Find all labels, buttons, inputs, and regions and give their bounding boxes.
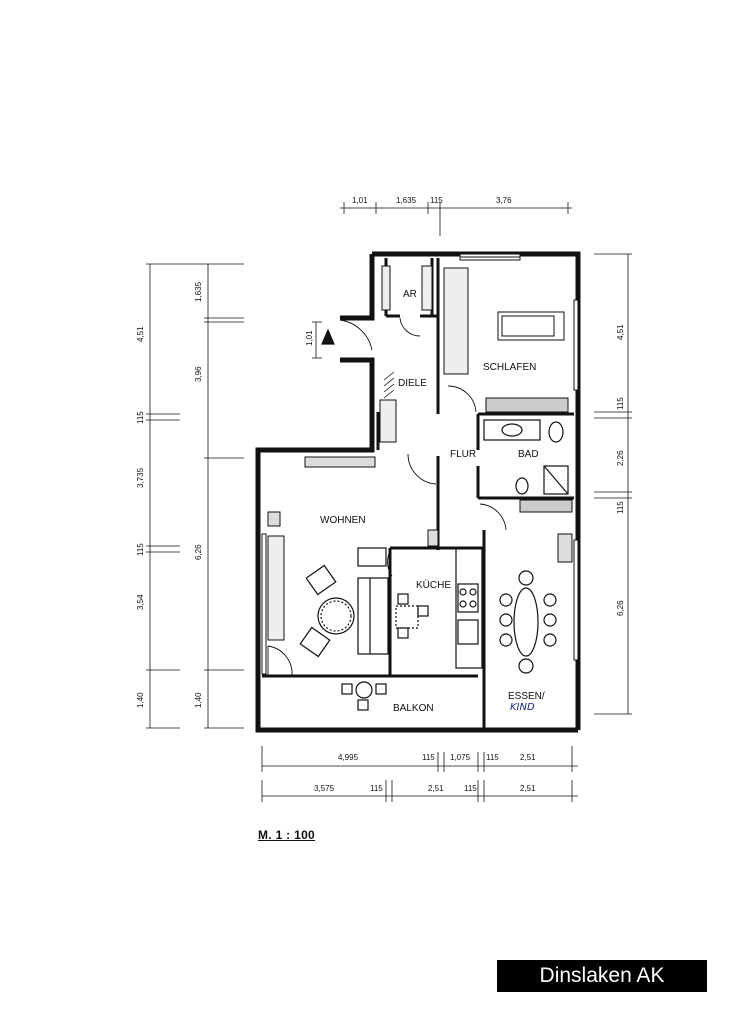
outer-walls — [255, 251, 581, 733]
room-label-essen: ESSEN/ — [508, 691, 545, 702]
dim-left-outer-1: 115 — [136, 411, 145, 424]
dim-left-inner-2: 3,96 — [194, 366, 203, 382]
dim-left-outer-5: 1,40 — [136, 692, 145, 708]
dim-bottom2-0: 3,575 — [314, 784, 335, 793]
dim-left-outer-0: 4,51 — [136, 326, 145, 342]
interior-walls — [262, 258, 574, 730]
room-label-ar: AR — [403, 289, 417, 300]
living-furniture — [299, 547, 389, 658]
dim-left-inner-4: 1,40 — [194, 692, 203, 708]
handwritten-label-kind: KIND — [510, 702, 535, 713]
dim-left-inner-1: 1,01 — [305, 330, 314, 346]
dim-bottom1-1: 115 — [422, 753, 435, 762]
dimension-lines — [146, 202, 632, 802]
dim-left-outer-4: 3,54 — [136, 594, 145, 610]
dim-bottom2-2: 2,51 — [428, 784, 444, 793]
room-label-kueche: KÜCHE — [416, 579, 451, 591]
room-label-diele: DIELE — [398, 378, 427, 389]
dim-left-outer-3: 115 — [136, 543, 145, 556]
dim-top-1: 1,635 — [396, 196, 417, 205]
room-label-balkon: BALKON — [393, 703, 434, 714]
scale-label: M. 1 : 100 — [258, 828, 316, 842]
entry-arrow — [321, 328, 335, 345]
room-label-bad: BAD — [518, 449, 539, 460]
dim-bottom2-1: 115 — [370, 784, 383, 793]
dim-bottom2-4: 2,51 — [520, 784, 536, 793]
dim-bottom2-3: 115 — [464, 784, 477, 793]
diele-hatch — [383, 371, 395, 399]
dim-top-2: 115 — [430, 196, 443, 205]
dim-right-4: 6,26 — [616, 600, 625, 616]
dim-top-3: 3,76 — [496, 196, 512, 205]
location-badge: Dinslaken AK — [497, 960, 707, 992]
bathroom-fixtures — [483, 419, 569, 495]
dim-bottom1-4: 2,51 — [520, 753, 536, 762]
doors — [267, 317, 507, 677]
dim-left-outer-2: 3,735 — [136, 467, 145, 488]
dim-right-3: 115 — [616, 501, 625, 514]
dim-bottom1-2: 1,075 — [450, 753, 471, 762]
dining-furniture — [499, 570, 557, 674]
dim-top-0: 1,01 — [352, 196, 368, 205]
dim-right-1: 115 — [616, 397, 625, 410]
balcony-furniture — [341, 681, 387, 711]
dim-left-inner-3: 6,26 — [194, 544, 203, 560]
room-label-flur: FLUR — [450, 449, 476, 460]
room-label-schlafen: SCHLAFEN — [483, 362, 536, 373]
kitchen-fixtures — [395, 547, 483, 669]
dim-right-0: 4,51 — [616, 324, 625, 340]
room-label-wohnen: WOHNEN — [320, 515, 366, 526]
dim-bottom1-0: 4,995 — [338, 753, 359, 762]
dim-left-inner-0: 1,635 — [194, 281, 203, 302]
windows — [261, 253, 579, 675]
dim-right-2: 2,26 — [616, 450, 625, 466]
fixtures — [267, 265, 573, 641]
dim-bottom1-3: 115 — [486, 753, 499, 762]
